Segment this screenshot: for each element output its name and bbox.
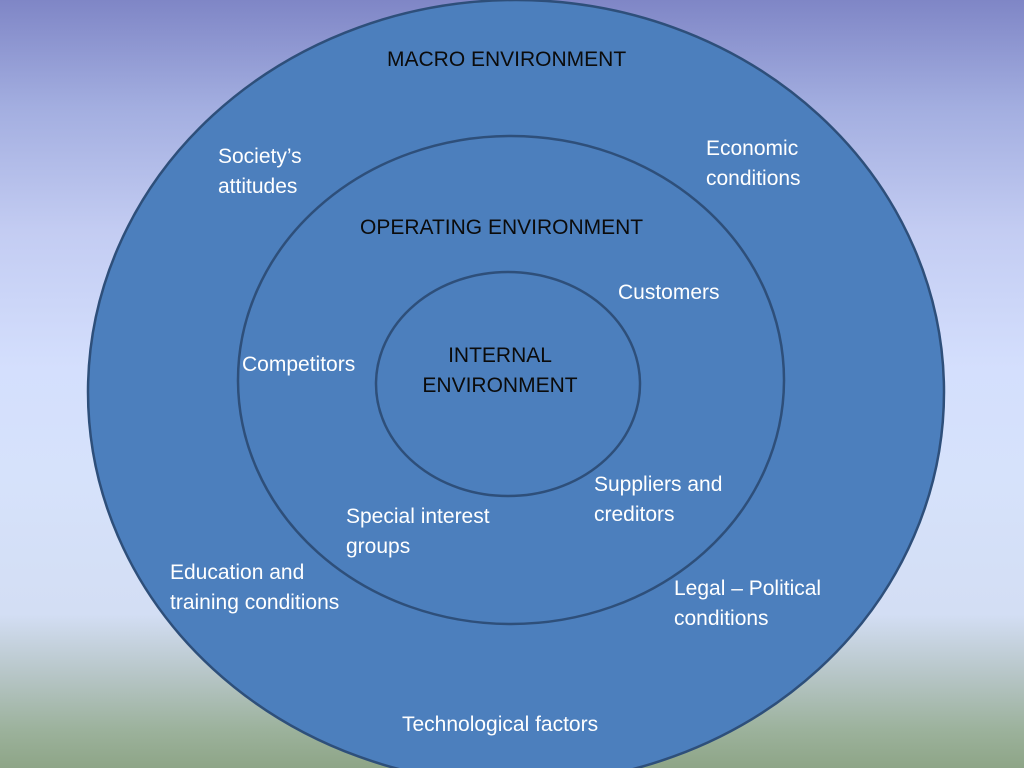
special-interest-groups-label: Special interest groups: [346, 502, 490, 562]
education-training-label: Education and training conditions: [170, 558, 339, 618]
legal-line-2: conditions: [674, 607, 769, 630]
economic-conditions-label: Economic conditions: [706, 134, 801, 194]
economic-line-1: Economic: [706, 137, 799, 160]
legal-political-label: Legal – Political conditions: [674, 574, 821, 634]
internal-environment-label: INTERNAL ENVIRONMENT: [400, 341, 600, 401]
society-line-2: attitudes: [218, 175, 298, 198]
special-interest-line-2: groups: [346, 535, 411, 558]
legal-line-1: Legal – Political: [674, 577, 822, 600]
internal-label-line-1: INTERNAL: [448, 344, 552, 367]
suppliers-line-2: creditors: [594, 503, 675, 526]
internal-label-line-2: ENVIRONMENT: [422, 374, 578, 397]
technological-factors-label: Technological factors: [402, 713, 599, 736]
suppliers-creditors-label: Suppliers and creditors: [594, 470, 722, 530]
education-line-2: training conditions: [170, 591, 340, 614]
society-line-1: Society’s: [218, 145, 302, 168]
operating-environment-label: OPERATING ENVIRONMENT: [360, 216, 644, 239]
competitors-label: Competitors: [242, 353, 356, 376]
customers-label: Customers: [618, 281, 720, 304]
economic-line-2: conditions: [706, 167, 801, 190]
special-interest-line-1: Special interest: [346, 505, 490, 528]
macro-environment-label: MACRO ENVIRONMENT: [387, 48, 627, 71]
society-attitudes-label: Society’s attitudes: [218, 142, 302, 202]
suppliers-line-1: Suppliers and: [594, 473, 723, 496]
education-line-1: Education and: [170, 561, 305, 584]
internal-environment-circle: [374, 270, 642, 498]
